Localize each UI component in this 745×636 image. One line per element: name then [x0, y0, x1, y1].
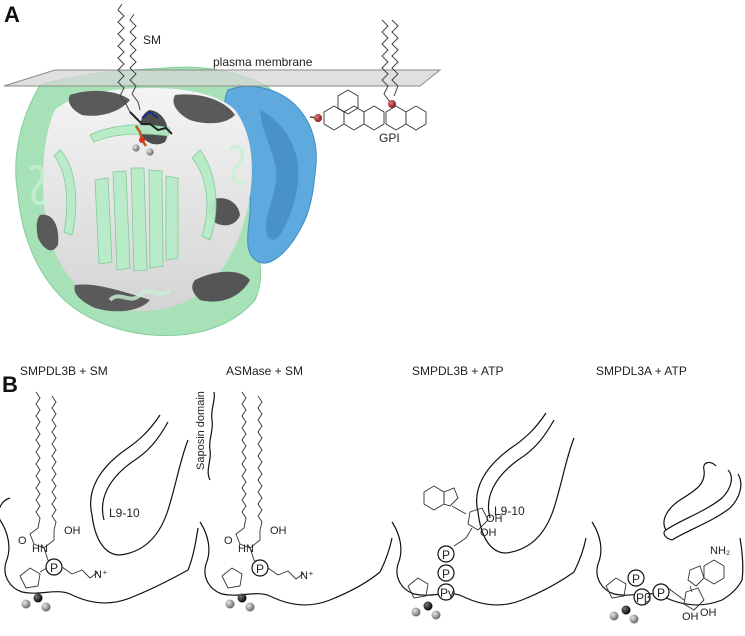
gpi-anchor	[309, 19, 427, 131]
scheme-4-phosphate-1	[627, 569, 645, 587]
panel-a-letter: A	[4, 2, 20, 27]
scheme-1-loop-label: L9-10	[109, 506, 140, 520]
dark-pocket-2	[173, 94, 235, 124]
scheme-4-phosphate-2-label: Pβ	[636, 591, 651, 605]
blue-surface-shade	[260, 110, 299, 240]
scheme-4-phosphate-1-label: P	[632, 572, 640, 586]
panel-b: B SMPDL3B + SM ASMase + SM SMPDL3B + ATP…	[0, 364, 744, 624]
scheme-1-title: SMPDL3B + SM	[20, 364, 108, 378]
sm-lipid	[117, 3, 173, 156]
scheme-2-phosphate-label: P	[256, 562, 264, 576]
scheme-1-ion-black	[33, 593, 43, 603]
scheme-2-o: O	[224, 535, 233, 547]
scheme-2-choline-n: N⁺	[300, 570, 314, 582]
scheme-3: L9-10 OH OH P P Pγ	[391, 412, 587, 620]
sm-label: SM	[143, 33, 161, 47]
scheme-3-ion-black	[423, 601, 433, 611]
dark-pocket-4	[36, 214, 59, 251]
scheme-3-phosphate-1	[437, 545, 455, 563]
scheme-3-loop-label: L9-10	[494, 504, 525, 518]
scheme-2-ion-black	[237, 593, 247, 603]
scheme-1-ion-grey-2	[41, 602, 51, 612]
scheme-1-oh: OH	[64, 525, 81, 537]
scheme-4-phosphate-3-label: P	[657, 586, 665, 600]
scheme-4: NH₂ OH OH P Pβ P	[591, 461, 744, 624]
saposin-domain-outline	[207, 391, 216, 481]
scheme-3-oh-2: OH	[480, 527, 497, 539]
panel-a: A	[3, 2, 442, 336]
scheme-4-phosphate-3	[652, 583, 670, 601]
scheme-4-ion-grey-1	[609, 611, 619, 621]
scheme-3-oh-1: OH	[486, 513, 503, 525]
helix-ribbons	[28, 144, 248, 302]
scheme-3-phosphate-3-label: Pγ	[440, 586, 454, 600]
scheme-3-phosphate-2	[437, 564, 455, 582]
scheme-2-ion-grey-2	[245, 602, 255, 612]
scheme-1-right-rise	[187, 527, 199, 571]
scheme-3-phosphate-3	[437, 583, 455, 601]
beta-sheet-ribbons	[53, 124, 217, 272]
scheme-1-choline-n: N⁺	[94, 569, 108, 581]
scheme-4-title: SMPDL3A + ATP	[596, 364, 687, 378]
scheme-4-nh2: NH₂	[710, 545, 730, 557]
scheme-2-hn: HN	[238, 543, 254, 555]
scheme-2-ion-grey-1	[225, 599, 235, 609]
dark-pocket-1	[68, 90, 130, 116]
scheme-1-floor	[0, 519, 189, 604]
scheme-3-phosphate-2-label: P	[442, 567, 450, 581]
scheme-3-phosphate-1-label: P	[442, 548, 450, 562]
scheme-1-phosphate-label: P	[50, 561, 58, 575]
scheme-3-ion-grey-1	[411, 607, 421, 617]
scheme-3-ion-grey-2	[431, 610, 441, 620]
scheme-4-ion-black	[621, 605, 631, 615]
protein-surface	[15, 66, 317, 336]
scheme-4-phosphate-2	[633, 588, 651, 606]
scheme-1-ion-grey-1	[21, 599, 31, 609]
interior-cavity	[43, 88, 252, 312]
scheme-4-oh-1: OH	[682, 611, 699, 623]
scheme-1-o: O	[18, 535, 27, 547]
gpi-label: GPI	[379, 131, 400, 145]
scheme-1-left-wall	[0, 497, 11, 520]
scheme-1-hn: HN	[32, 543, 48, 555]
scheme-2-title: ASMase + SM	[226, 364, 303, 378]
scheme-4-ion-grey-2	[629, 614, 639, 624]
scheme-1: L9-10 HN OH O P N⁺	[0, 391, 199, 612]
dark-pocket-6	[192, 271, 250, 302]
scheme-2-oh: OH	[270, 525, 287, 537]
scheme-3-title: SMPDL3B + ATP	[412, 364, 503, 378]
scheme-4-oh-2: OH	[700, 607, 717, 619]
saposin-domain-label: Saposin domain	[195, 391, 207, 470]
plasma-membrane-plane	[3, 69, 442, 87]
panel-b-letter: B	[2, 372, 18, 397]
plasma-membrane-label: plasma membrane	[213, 55, 313, 69]
scheme-2: Saposin domain HN OH O P N⁺	[195, 391, 393, 612]
